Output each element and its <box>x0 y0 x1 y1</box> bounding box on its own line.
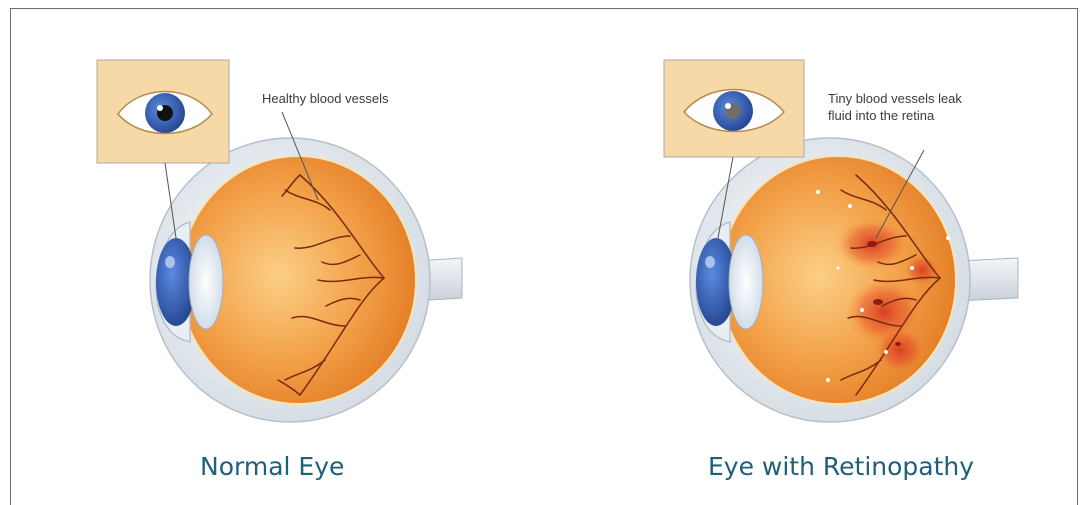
leaking-vessels-callout: Tiny blood vessels leak fluid into the r… <box>828 90 962 124</box>
healthy-vessels-callout: Healthy blood vessels <box>262 90 388 107</box>
normal-eye <box>97 60 462 422</box>
lens <box>189 235 223 329</box>
normal-eye-caption: Normal Eye <box>200 452 344 481</box>
lens <box>729 235 763 329</box>
retinopathy-eye-caption: Eye with Retinopathy <box>708 452 974 481</box>
